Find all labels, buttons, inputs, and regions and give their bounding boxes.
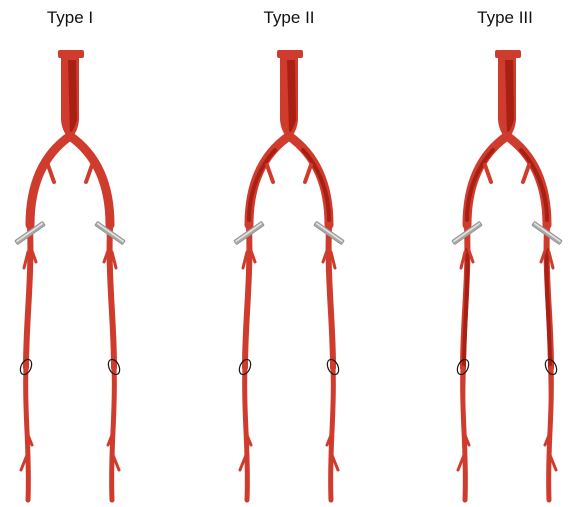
arterial-tree-3 — [452, 50, 563, 500]
right-iliac-artery — [70, 136, 110, 225]
arterial-tree-2 — [234, 50, 345, 500]
right-internal-iliac-branch — [86, 165, 92, 182]
left-internal-iliac-branch — [485, 165, 491, 182]
left-internal-iliac-branch — [267, 165, 273, 182]
right-internal-iliac-branch — [305, 165, 311, 182]
right-internal-iliac-branch — [523, 165, 529, 182]
left-iliac-artery — [30, 136, 70, 225]
arterial-tree-1 — [15, 50, 126, 500]
left-internal-iliac-branch — [48, 165, 54, 182]
